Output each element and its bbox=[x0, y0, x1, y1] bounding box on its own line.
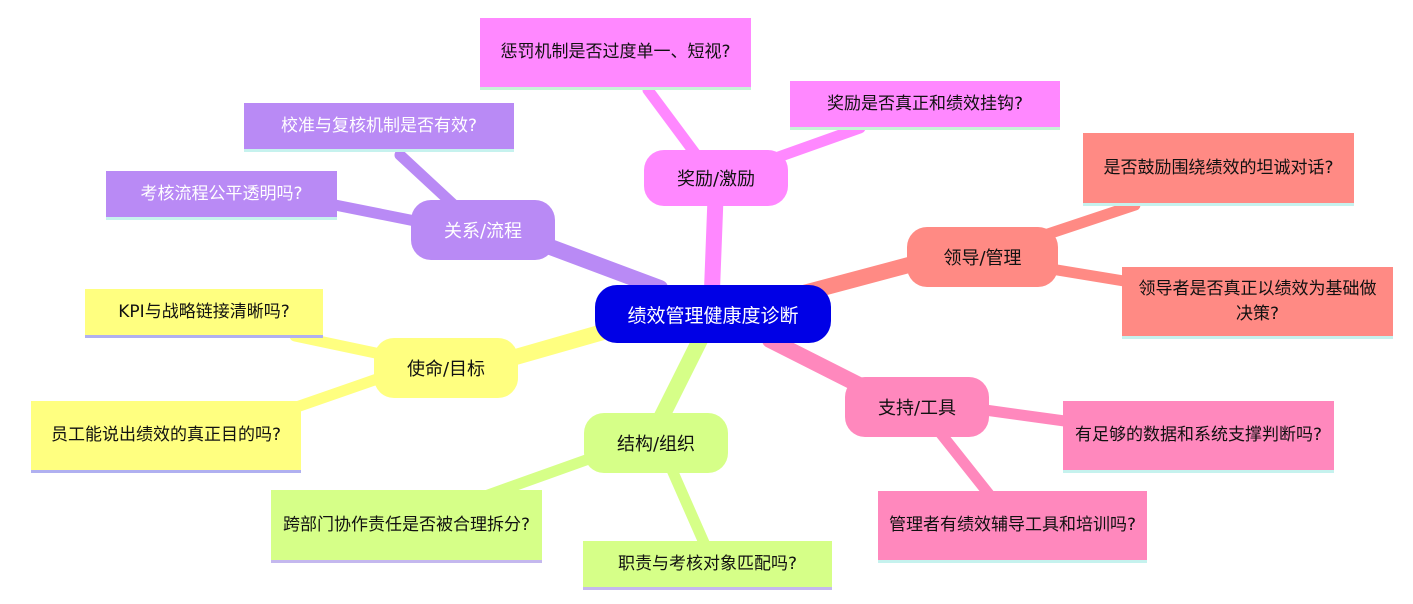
link-support-leaf-1 bbox=[979, 404, 1078, 428]
link-mission-leaf-2 bbox=[282, 372, 386, 416]
link-support-leaf-2 bbox=[932, 424, 998, 504]
link-reward-leaf-1 bbox=[642, 84, 706, 166]
branch-relation[interactable]: 关系/流程 bbox=[411, 200, 555, 260]
leaf-mission-purpose[interactable]: 员工能说出绩效的真正目的吗? bbox=[31, 401, 301, 473]
leaf-support-coaching[interactable]: 管理者有绩效辅导工具和培训吗? bbox=[878, 491, 1147, 563]
leaf-structure-match[interactable]: 职责与考核对象匹配吗? bbox=[583, 541, 832, 590]
branch-structure[interactable]: 结构/组织 bbox=[584, 413, 728, 473]
link-root-structure bbox=[652, 332, 708, 428]
leaf-structure-collab[interactable]: 跨部门协作责任是否被合理拆分? bbox=[271, 490, 542, 563]
leaf-leadership-dialogue[interactable]: 是否鼓励围绕绩效的坦诚对话? bbox=[1083, 133, 1354, 206]
leaf-leadership-decision[interactable]: 领导者是否真正以绩效为基础做决策? bbox=[1122, 267, 1393, 339]
leaf-mission-kpi[interactable]: KPI与战略链接清晰吗? bbox=[85, 289, 323, 338]
link-relation-leaf-1 bbox=[394, 149, 461, 212]
leaf-relation-fairness[interactable]: 考核流程公平透明吗? bbox=[106, 171, 337, 220]
link-structure-leaf-2 bbox=[666, 464, 711, 551]
link-mission-leaf-1 bbox=[289, 330, 391, 361]
link-relation-leaf-2 bbox=[329, 199, 426, 228]
branch-mission[interactable]: 使命/目标 bbox=[374, 338, 518, 398]
leaf-support-data[interactable]: 有足够的数据和系统支撑判断吗? bbox=[1063, 401, 1334, 473]
branch-support[interactable]: 支持/工具 bbox=[845, 377, 989, 437]
link-root-relation bbox=[537, 237, 668, 296]
leaf-relation-calibration[interactable]: 校准与复核机制是否有效? bbox=[244, 103, 514, 152]
branch-leadership[interactable]: 领导/管理 bbox=[907, 227, 1058, 287]
link-reward-leaf-2 bbox=[764, 122, 866, 166]
branch-reward[interactable]: 奖励/激励 bbox=[644, 150, 788, 206]
link-leadership-leaf-2 bbox=[1039, 262, 1136, 288]
link-structure-leaf-1 bbox=[482, 449, 606, 501]
link-root-support bbox=[762, 332, 873, 396]
leaf-reward-punishment[interactable]: 惩罚机制是否过度单一、短视? bbox=[480, 18, 751, 90]
leaf-reward-link[interactable]: 奖励是否真正和绩效挂钩? bbox=[790, 81, 1060, 130]
root-node[interactable]: 绩效管理健康度诊断 bbox=[595, 285, 831, 343]
link-root-mission bbox=[497, 322, 618, 368]
